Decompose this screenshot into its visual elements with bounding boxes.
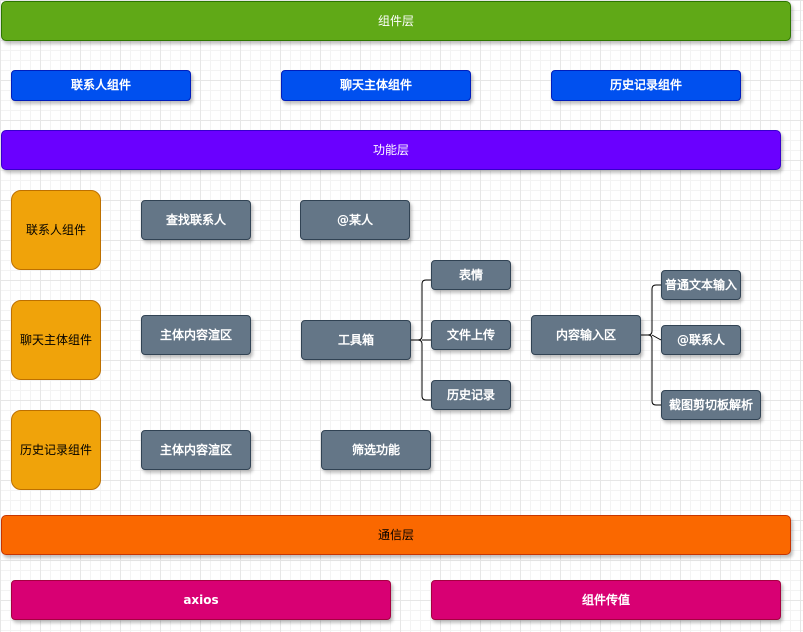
at-someone-box: @某人 — [300, 200, 410, 240]
at-contact-box: @联系人 — [661, 325, 741, 355]
toolbox-box: 工具箱 — [301, 320, 411, 360]
toolbox-connector — [411, 279, 431, 341]
emoji-box: 表情 — [431, 260, 511, 290]
axios-box: axios — [11, 580, 391, 620]
communication-layer-label: 通信层 — [377, 527, 414, 542]
history-record-label: 历史记录 — [446, 387, 495, 402]
component-layer-label: 组件层 — [377, 13, 414, 28]
emoji-label: 表情 — [458, 267, 483, 282]
communication-layer-bar: 通信层 — [1, 515, 791, 555]
chat-component-box: 聊天主体组件 — [281, 70, 471, 101]
side-contacts-label: 联系人组件 — [25, 222, 86, 237]
prop-passing-box: 组件传值 — [431, 580, 781, 620]
history-component-box: 历史记录组件 — [551, 70, 741, 101]
side-chat-label: 聊天主体组件 — [19, 332, 92, 347]
filter-label: 筛选功能 — [351, 442, 400, 457]
history-component-label: 历史记录组件 — [609, 78, 682, 93]
content-input-connector — [641, 284, 661, 336]
component-layer-bar: 组件层 — [1, 1, 791, 41]
function-layer-bar: 功能层 — [1, 130, 781, 170]
file-upload-box: 文件上传 — [431, 320, 511, 350]
content-input-box: 内容输入区 — [531, 315, 641, 355]
history-main-area-box: 主体内容渲区 — [141, 430, 251, 470]
prop-passing-label: 组件传值 — [581, 592, 630, 607]
contacts-component-box: 联系人组件 — [11, 70, 191, 101]
screenshot-parse-label: 截图剪切板解析 — [668, 397, 753, 412]
screenshot-parse-box: 截图剪切板解析 — [661, 390, 761, 420]
content-input-label: 内容输入区 — [555, 327, 616, 342]
history-record-box: 历史记录 — [431, 380, 511, 410]
chat-main-area-label: 主体内容渲区 — [159, 327, 232, 342]
find-contact-box: 查找联系人 — [141, 200, 251, 240]
plain-text-label: 普通文本输入 — [664, 277, 737, 292]
plain-text-box: 普通文本输入 — [661, 270, 741, 300]
side-chat-box: 聊天主体组件 — [11, 300, 101, 380]
chat-component-label: 聊天主体组件 — [339, 78, 412, 93]
axios-label: axios — [183, 592, 219, 607]
at-someone-label: @某人 — [336, 212, 373, 227]
side-history-label: 历史记录组件 — [19, 442, 92, 457]
filter-box: 筛选功能 — [321, 430, 431, 470]
file-upload-label: 文件上传 — [446, 327, 495, 342]
side-contacts-box: 联系人组件 — [11, 190, 101, 270]
chat-main-area-box: 主体内容渲区 — [141, 315, 251, 355]
at-contact-label: @联系人 — [676, 332, 725, 347]
contacts-component-label: 联系人组件 — [70, 78, 131, 93]
history-main-area-label: 主体内容渲区 — [159, 442, 232, 457]
find-contact-label: 查找联系人 — [165, 212, 226, 227]
toolbox-label: 工具箱 — [337, 332, 374, 347]
function-layer-label: 功能层 — [372, 142, 409, 157]
side-history-box: 历史记录组件 — [11, 410, 101, 490]
